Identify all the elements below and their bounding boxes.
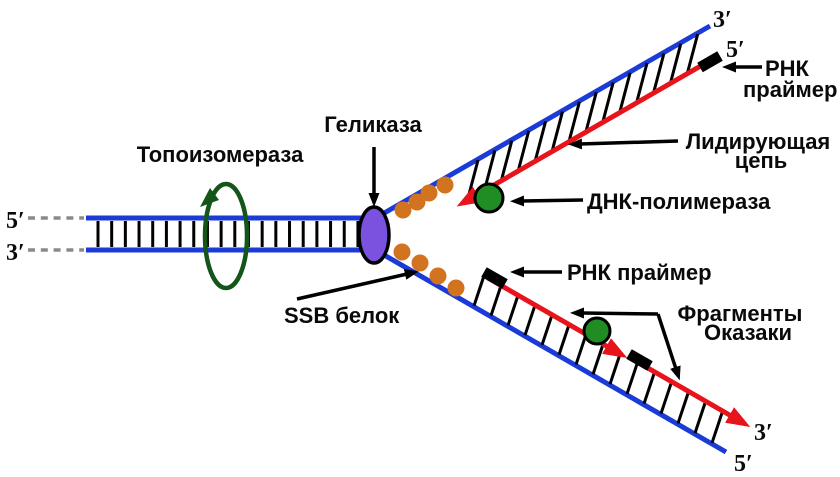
base-pair-rung (669, 43, 683, 83)
end-label-bottom-right-new: 3′ (754, 420, 773, 446)
ssb-protein-dot (411, 254, 429, 272)
dna-polymerase-leading-symbol (473, 182, 505, 214)
rna-primer-fragment-2 (626, 349, 653, 371)
parental-dna-duplex (28, 215, 374, 253)
base-pair-rung (693, 402, 707, 434)
base-pair-rungs-lower (472, 275, 724, 444)
rna-primer-top-label-line1: РНК (765, 56, 810, 81)
lower-branch-lagging (366, 243, 751, 455)
okazaki-pointer-arrow-2 (656, 313, 681, 381)
base-pair-rung (483, 150, 497, 189)
ssb-proteins-upper (394, 176, 454, 219)
base-pair-rung (591, 343, 605, 375)
topoisomerase-rotation-arrowhead (200, 188, 219, 207)
ssb-protein-dot (420, 184, 438, 202)
base-pair-rung (601, 82, 615, 121)
end-label-top-right: 3′ (713, 7, 732, 33)
base-pair-rung (584, 91, 598, 131)
base-pair-rung (500, 140, 514, 180)
leading-strand-label-line2: цепь (735, 148, 788, 173)
leading-strand-label-line1: Лидирующая (686, 129, 831, 154)
okazaki-label-line2: Оказаки (704, 320, 792, 345)
dna-polymerase-pointer-arrow (510, 195, 584, 207)
end-label-top-right-new: 5′ (726, 37, 745, 63)
ssb-pointer-arrow (296, 269, 419, 301)
base-pair-rung (608, 353, 622, 385)
okazaki-fragment-2 (632, 357, 751, 427)
leading-new-strand (456, 53, 720, 207)
base-pair-rung (517, 130, 531, 170)
ssb-protein-dot (408, 193, 426, 211)
ssb-protein-label: SSB белок (284, 303, 400, 328)
text-labels: Топоизомераза Геликаза РНК праймер Лидир… (6, 7, 837, 477)
okazaki-label-line1: Фрагменты (678, 301, 803, 326)
base-pair-rung (652, 53, 666, 92)
okazaki-pointer-arrow-1 (570, 307, 659, 319)
ssb-protein-dot (393, 243, 411, 261)
leading-strand-pointer-arrow (568, 138, 679, 150)
ssb-protein-dot (436, 176, 454, 194)
rna-primer-fragment-1 (481, 267, 508, 289)
base-pair-rung (659, 383, 673, 415)
base-pair-rung (635, 62, 649, 102)
base-pair-rung (506, 294, 520, 326)
topoisomerase-symbol (200, 181, 250, 291)
dna-polymerase-lagging-symbol (582, 316, 612, 346)
base-pair-rung (710, 412, 724, 444)
base-pair-rung (540, 314, 554, 346)
annotation-arrows (296, 61, 762, 381)
base-pair-rung (567, 101, 581, 141)
ssb-protein-dot (394, 201, 412, 219)
helicase-symbol (357, 205, 391, 265)
base-pair-rung (676, 392, 690, 424)
rna-primer-top (697, 51, 723, 73)
base-pair-rung (489, 285, 503, 317)
helicase-label: Геликаза (324, 112, 422, 137)
base-pair-rung (686, 33, 700, 73)
rna-primer-top-label-line2: праймер (743, 77, 837, 102)
base-pair-rung (618, 72, 632, 112)
base-pair-rung (534, 120, 548, 160)
base-pair-rung (472, 275, 486, 307)
base-pair-rung (557, 324, 571, 356)
topoisomerase-loop (202, 181, 250, 291)
ssb-protein-dot (447, 279, 465, 297)
template-strand-lower-branch (366, 243, 728, 455)
base-pair-rungs-upper (466, 33, 700, 199)
base-pair-rung (625, 363, 639, 395)
base-pair-rungs-parental (96, 221, 360, 247)
ssb-protein-dot (429, 267, 447, 285)
topoisomerase-label: Топоизомераза (137, 142, 304, 167)
base-pair-rung (574, 334, 588, 366)
end-label-left-top: 5′ (6, 208, 25, 234)
dna-polymerase-label: ДНК-полимераза (587, 189, 771, 214)
base-pair-rung (551, 111, 564, 151)
end-label-bottom-right: 5′ (734, 451, 753, 477)
base-pair-rung (523, 304, 537, 336)
base-pair-rung (642, 373, 656, 405)
rna-primer-bottom-label: РНК праймер (567, 260, 712, 285)
ssb-proteins-lower (393, 243, 465, 297)
end-label-left-bottom: 3′ (6, 240, 25, 266)
